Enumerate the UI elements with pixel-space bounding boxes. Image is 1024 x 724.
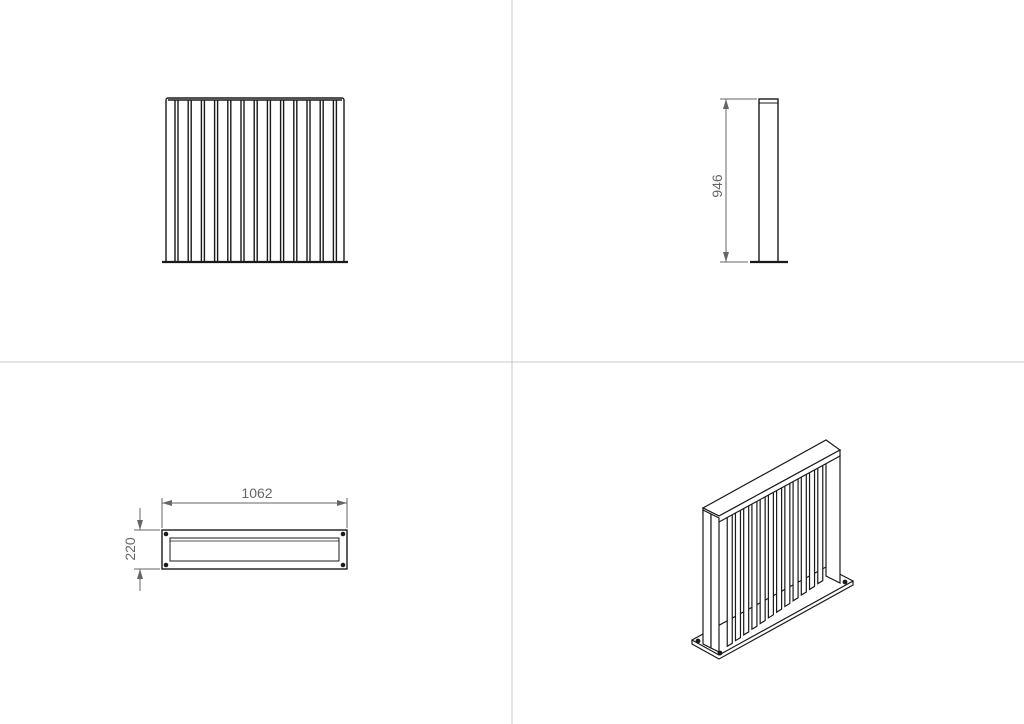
side-post xyxy=(758,98,779,263)
iso-slat xyxy=(726,511,733,648)
iso-right-post xyxy=(825,447,841,584)
depth-dimension-label: 220 xyxy=(122,537,138,561)
top-bolt-hole xyxy=(340,531,346,537)
front-slats xyxy=(174,100,338,262)
front-view xyxy=(162,97,348,264)
iso-slat xyxy=(800,465,807,597)
iso-slats xyxy=(726,455,824,648)
isometric-view xyxy=(690,439,855,660)
width-dimension xyxy=(161,498,348,528)
iso-left-post-side xyxy=(702,509,712,649)
top-bolt-hole xyxy=(340,562,346,568)
iso-slat xyxy=(767,485,774,619)
iso-slat xyxy=(759,490,766,625)
iso-slat xyxy=(817,455,824,585)
height-dimension-label: 946 xyxy=(709,174,725,198)
iso-slat xyxy=(734,506,742,642)
front-frame-outline xyxy=(165,97,345,263)
depth-dimension xyxy=(134,508,160,591)
side-view: 946 xyxy=(709,98,788,264)
top-view: 1062 220 xyxy=(122,485,348,591)
top-outer-frame xyxy=(161,529,348,570)
iso-slat xyxy=(808,460,816,591)
iso-slat xyxy=(784,475,791,608)
iso-slat xyxy=(743,501,750,636)
iso-slat xyxy=(792,470,799,602)
top-bolt-hole xyxy=(163,531,169,537)
iso-slat xyxy=(776,480,783,614)
iso-slat xyxy=(751,495,758,631)
top-bolt-hole xyxy=(163,562,169,568)
height-dimension xyxy=(720,98,757,263)
top-inner-frame xyxy=(169,537,340,562)
width-dimension-label: 1062 xyxy=(241,485,272,501)
iso-left-post-front xyxy=(710,513,720,653)
